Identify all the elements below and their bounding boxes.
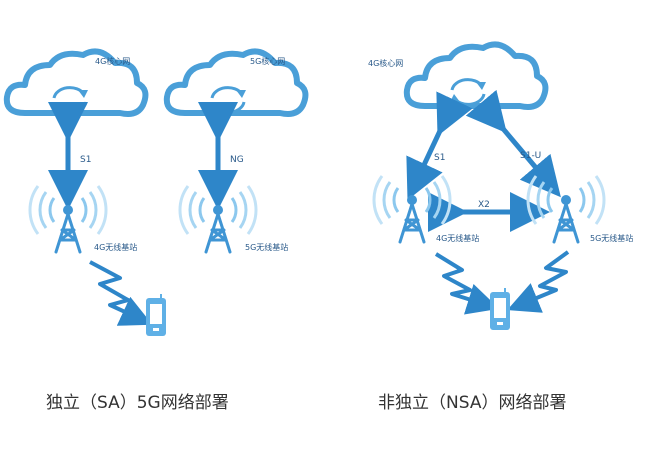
bs-5g-label: 5G无线基站 — [245, 242, 288, 252]
core-4g-label: 4G核心网 — [95, 56, 130, 66]
bs-4g-label: 4G无线基站 — [94, 242, 137, 252]
s1u-label: S1-U — [520, 151, 541, 161]
core-4g-label: 4G核心网 — [368, 58, 403, 68]
bs-4g-label: 4G无线基站 — [436, 233, 479, 243]
phone-icon — [490, 288, 510, 330]
s1-arrow — [406, 91, 473, 201]
cloud-icon — [407, 44, 546, 107]
s1-label: S1 — [80, 155, 91, 165]
nsa-caption: 非独立（NSA）网络部署 — [378, 393, 567, 413]
s1u-arrow — [465, 89, 561, 198]
sa-panel: 4G核心网 5G核心网 S1 NG 4G无线基站 5G无线基站 — [7, 51, 306, 336]
ng-label: NG — [230, 155, 244, 165]
nsa-panel: 4G核心网 S1 S1-U X2 4G无线基站 5G无线基站 — [368, 44, 633, 330]
tower-icon — [526, 174, 606, 244]
sa-caption: 独立（SA）5G网络部署 — [46, 393, 229, 413]
s1-label: S1 — [434, 153, 445, 163]
wireless-icon — [507, 250, 570, 313]
tower-icon — [372, 174, 452, 244]
core-5g-label: 5G核心网 — [250, 56, 285, 66]
x2-label: X2 — [478, 200, 490, 210]
phone-icon — [146, 294, 166, 336]
wireless-icon — [434, 252, 500, 315]
wireless-icon — [89, 260, 153, 326]
bs-5g-label: 5G无线基站 — [590, 233, 633, 243]
